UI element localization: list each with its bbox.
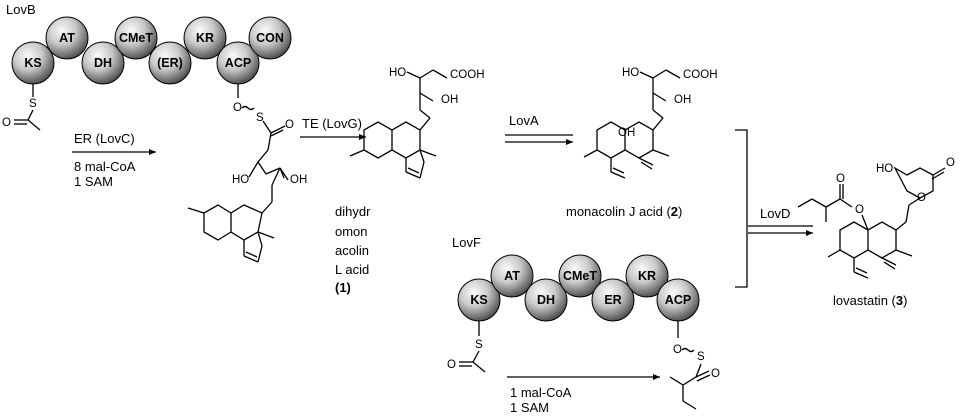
lovf-domain-ks: KS	[457, 278, 501, 322]
svg-text:DH: DH	[537, 293, 555, 307]
lovb-domain-cmet: CMeT	[114, 16, 158, 60]
lovb-domain-dh: DH	[81, 41, 125, 85]
lovb-domain-con: CON	[248, 16, 292, 60]
svg-text:CON: CON	[256, 31, 284, 45]
svg-text:O: O	[285, 119, 294, 131]
svg-text:O: O	[917, 192, 926, 204]
svg-text:LovA: LovA	[509, 113, 539, 128]
compound-3-name: lovastatin (3)	[833, 293, 907, 308]
svg-text:L acid: L acid	[335, 262, 369, 277]
svg-text:O: O	[233, 102, 242, 114]
svg-text:OH: OH	[674, 94, 691, 106]
lovb-label: LovB	[6, 2, 36, 17]
lovb-domain-at: AT	[45, 16, 89, 60]
lovb-domain-ks: KS	[11, 41, 55, 85]
svg-text:ER (LovC): ER (LovC)	[74, 131, 135, 146]
lovf-domains: KS AT DH CMeT ER KR ACP	[457, 254, 700, 322]
svg-text:LovD: LovD	[760, 206, 790, 221]
lovf-domain-kr: KR	[625, 254, 669, 298]
svg-text:S: S	[256, 112, 264, 124]
svg-text:OH: OH	[441, 94, 458, 106]
lovf-domain-cmet: CMeT	[558, 254, 602, 298]
svg-text:dihydr: dihydr	[335, 204, 371, 219]
svg-text:ACP: ACP	[225, 56, 251, 70]
lovf-domain-dh: DH	[524, 278, 568, 322]
lovb-domains: KS AT DH CMeT (ER) KR ACP CON	[11, 16, 292, 85]
svg-text:ACP: ACP	[665, 293, 691, 307]
svg-text:COOH: COOH	[683, 69, 718, 81]
arrow-lovf: 1 mal-CoA 1 SAM	[507, 374, 660, 415]
svg-text:8 mal-CoA: 8 mal-CoA	[74, 159, 136, 174]
lovb-domain-kr: KR	[183, 16, 227, 60]
lovb-acp-intermediate: O S O HO OH	[187, 84, 307, 263]
compound-1-name: dihydr omon acolin L acid (1)	[335, 204, 371, 295]
svg-text:HO: HO	[876, 163, 893, 175]
svg-text:KS: KS	[470, 293, 487, 307]
svg-text:omon: omon	[335, 224, 368, 239]
arrow-step-1: ER (LovC) 8 mal-CoA 1 SAM	[72, 131, 156, 189]
svg-text:ER: ER	[604, 293, 621, 307]
svg-text:(ER): (ER)	[157, 56, 183, 70]
svg-text:TE (LovG): TE (LovG)	[302, 116, 362, 131]
compound-3-structure: HO O O O O	[797, 157, 955, 279]
svg-text:AT: AT	[59, 31, 75, 45]
svg-text:O: O	[711, 368, 720, 380]
svg-text:1 SAM: 1 SAM	[74, 174, 113, 189]
lovf-domain-er: ER	[591, 278, 635, 322]
arrow-step-2: TE (LovG)	[300, 116, 366, 140]
svg-text:CMeT: CMeT	[563, 269, 597, 283]
svg-text:O: O	[673, 344, 682, 356]
svg-text:lovastatin (3): lovastatin (3)	[833, 293, 907, 308]
svg-text:DH: DH	[94, 56, 112, 70]
svg-text:O: O	[447, 359, 456, 371]
arrow-step-4: LovD	[748, 206, 813, 236]
compound-2-structure: HO COOH OH OH	[583, 67, 718, 179]
lovf-domain-at: AT	[490, 254, 534, 298]
convergence-bracket	[735, 129, 748, 288]
svg-text:KR: KR	[196, 31, 214, 45]
svg-text:O: O	[946, 157, 955, 169]
lovf-domain-acp: ACP	[656, 278, 700, 322]
svg-text:S: S	[697, 351, 705, 363]
svg-text:HO: HO	[232, 174, 249, 186]
svg-text:HO: HO	[389, 67, 406, 79]
svg-text:OH: OH	[618, 127, 635, 139]
lovf-ks-thioester: S O	[447, 321, 486, 373]
svg-text:HO: HO	[622, 67, 639, 79]
svg-text:O: O	[836, 173, 845, 185]
lovb-domain-er: (ER)	[148, 41, 192, 85]
lovb-domain-acp: ACP	[216, 41, 260, 85]
svg-text:O: O	[2, 117, 11, 129]
svg-text:KS: KS	[24, 56, 41, 70]
svg-text:S: S	[29, 98, 37, 110]
svg-text:monacolin J acid (2): monacolin J acid (2)	[566, 204, 682, 219]
svg-text:COOH: COOH	[450, 69, 485, 81]
svg-text:OH: OH	[290, 174, 307, 186]
lovb-ks-thioester: S O	[2, 84, 41, 131]
lovf-acp-intermediate: O S O	[669, 321, 720, 410]
svg-text:S: S	[475, 339, 483, 351]
lovf-label: LovF	[452, 235, 481, 250]
svg-text:acolin: acolin	[335, 243, 369, 258]
svg-text:1 mal-CoA: 1 mal-CoA	[510, 385, 572, 400]
compound-1-structure: HO COOH OH	[349, 67, 485, 179]
svg-text:O: O	[855, 204, 864, 216]
svg-text:AT: AT	[504, 269, 520, 283]
arrow-step-3: LovA	[505, 113, 573, 145]
compound-2-name: monacolin J acid (2)	[566, 204, 682, 219]
svg-text:1 SAM: 1 SAM	[510, 400, 549, 415]
svg-text:CMeT: CMeT	[119, 31, 153, 45]
svg-text:KR: KR	[638, 269, 656, 283]
svg-text:(1): (1)	[335, 280, 351, 295]
